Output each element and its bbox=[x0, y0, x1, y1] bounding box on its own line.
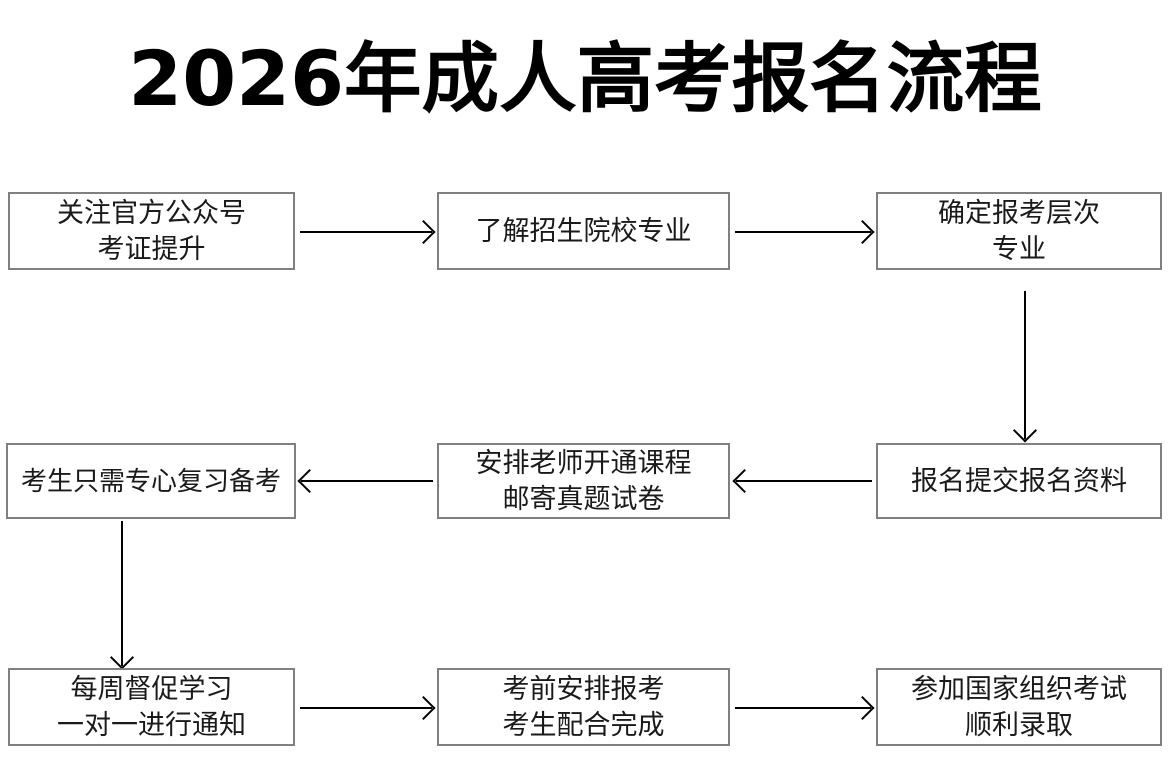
arrow-shaft bbox=[1024, 291, 1026, 439]
arrowhead-left-icon bbox=[732, 468, 757, 494]
arrow-shaft bbox=[735, 707, 871, 709]
flow-node-6[interactable]: 报名提交报名资料 bbox=[876, 443, 1162, 519]
arrow-node4-to-node7 bbox=[109, 521, 135, 670]
flow-node-8-line-1: 考前安排报考 bbox=[502, 674, 665, 704]
flow-node-7[interactable]: 每周督促学习 一对一进行通知 bbox=[8, 668, 295, 746]
flow-node-3-line-1: 确定报考层次 bbox=[938, 198, 1100, 228]
flow-node-4[interactable]: 考生只需专心复习备考 bbox=[6, 443, 296, 519]
flow-node-9-line-2: 顺利录取 bbox=[965, 710, 1073, 740]
flow-node-8-line-2: 考生配合完成 bbox=[502, 710, 665, 740]
flow-node-1[interactable]: 关注官方公众号 考证提升 bbox=[8, 192, 295, 270]
arrowhead-right-icon bbox=[411, 695, 436, 721]
flow-node-2-line-1: 了解招生院校专业 bbox=[475, 216, 692, 246]
arrow-shaft bbox=[736, 480, 872, 482]
arrow-node1-to-node2 bbox=[300, 219, 436, 245]
arrow-shaft bbox=[735, 231, 871, 233]
arrowhead-down-icon bbox=[109, 645, 135, 670]
flow-node-9-line-1: 参加国家组织考试 bbox=[911, 674, 1127, 704]
flow-node-7-line-1: 每周督促学习 bbox=[70, 674, 233, 704]
flow-node-3[interactable]: 确定报考层次 专业 bbox=[876, 192, 1162, 270]
arrow-shaft bbox=[301, 480, 433, 482]
arrowhead-right-icon bbox=[850, 219, 875, 245]
flow-node-3-line-2: 专业 bbox=[992, 234, 1046, 264]
flow-node-1-line-1: 关注官方公众号 bbox=[57, 198, 246, 228]
flow-node-7-line-2: 一对一进行通知 bbox=[57, 710, 246, 740]
arrow-shaft bbox=[300, 707, 432, 709]
flow-node-2[interactable]: 了解招生院校专业 bbox=[437, 192, 730, 270]
arrowhead-left-icon bbox=[297, 468, 322, 494]
arrow-node6-to-node5 bbox=[732, 468, 872, 494]
flow-node-1-line-2: 考证提升 bbox=[97, 234, 206, 264]
arrow-node7-to-node8 bbox=[300, 695, 436, 721]
flow-node-9[interactable]: 参加国家组织考试 顺利录取 bbox=[876, 668, 1162, 746]
flow-node-5[interactable]: 安排老师开通课程 邮寄真题试卷 bbox=[437, 443, 730, 519]
arrow-node8-to-node9 bbox=[735, 695, 875, 721]
flow-node-5-line-2: 邮寄真题试卷 bbox=[502, 484, 665, 514]
flow-node-4-line-1: 考生只需专心复习备考 bbox=[20, 466, 281, 496]
arrowhead-right-icon bbox=[850, 695, 875, 721]
flow-node-6-line-1: 报名提交报名资料 bbox=[911, 466, 1127, 496]
arrow-node2-to-node3 bbox=[735, 219, 875, 245]
arrowhead-right-icon bbox=[411, 219, 436, 245]
arrowhead-down-icon bbox=[1012, 418, 1038, 443]
flow-node-8[interactable]: 考前安排报考 考生配合完成 bbox=[437, 668, 730, 746]
page-title: 2026年成人高考报名流程 bbox=[128, 34, 1042, 123]
arrow-shaft bbox=[121, 521, 123, 666]
arrow-node5-to-node4 bbox=[297, 468, 433, 494]
flow-node-5-line-1: 安排老师开通课程 bbox=[475, 448, 692, 478]
arrow-shaft bbox=[300, 231, 432, 233]
arrow-node3-to-node6 bbox=[1012, 291, 1038, 443]
